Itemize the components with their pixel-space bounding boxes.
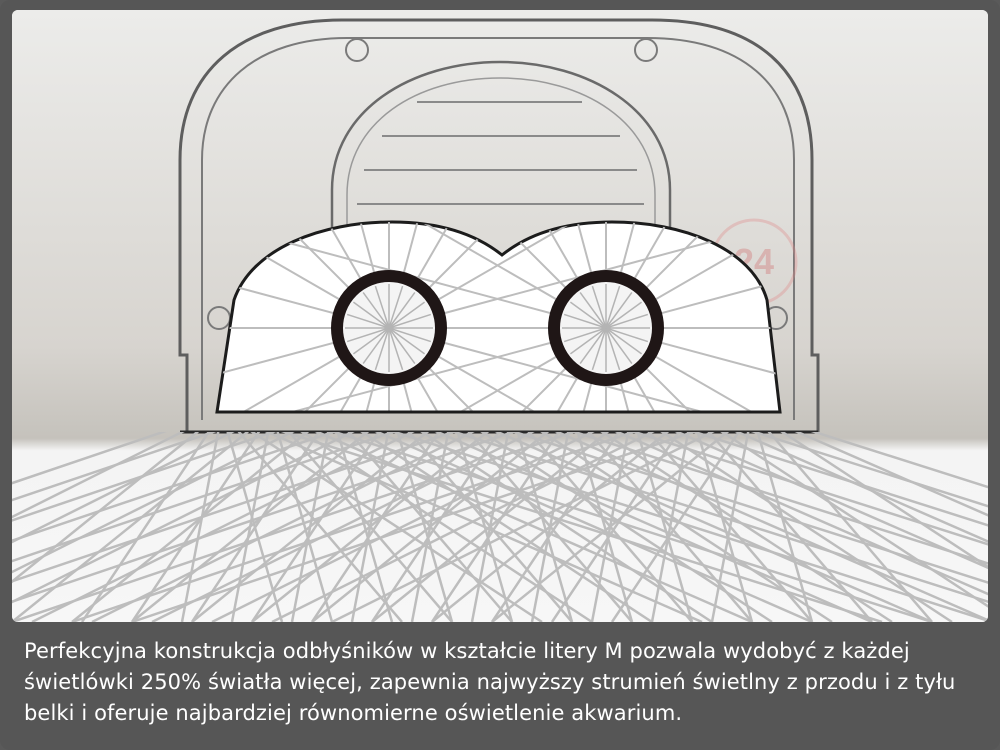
fluorescent-tube-right	[548, 270, 664, 386]
description-caption: Perfekcyjna konstrukcja odbłyśników w ks…	[24, 639, 956, 725]
reflector-illustration: 24	[12, 10, 988, 622]
fluorescent-tube-left	[331, 270, 447, 386]
floor-light-rays	[12, 432, 988, 622]
m-shaped-reflector	[215, 220, 782, 414]
illustration-panel: 24	[12, 10, 988, 622]
